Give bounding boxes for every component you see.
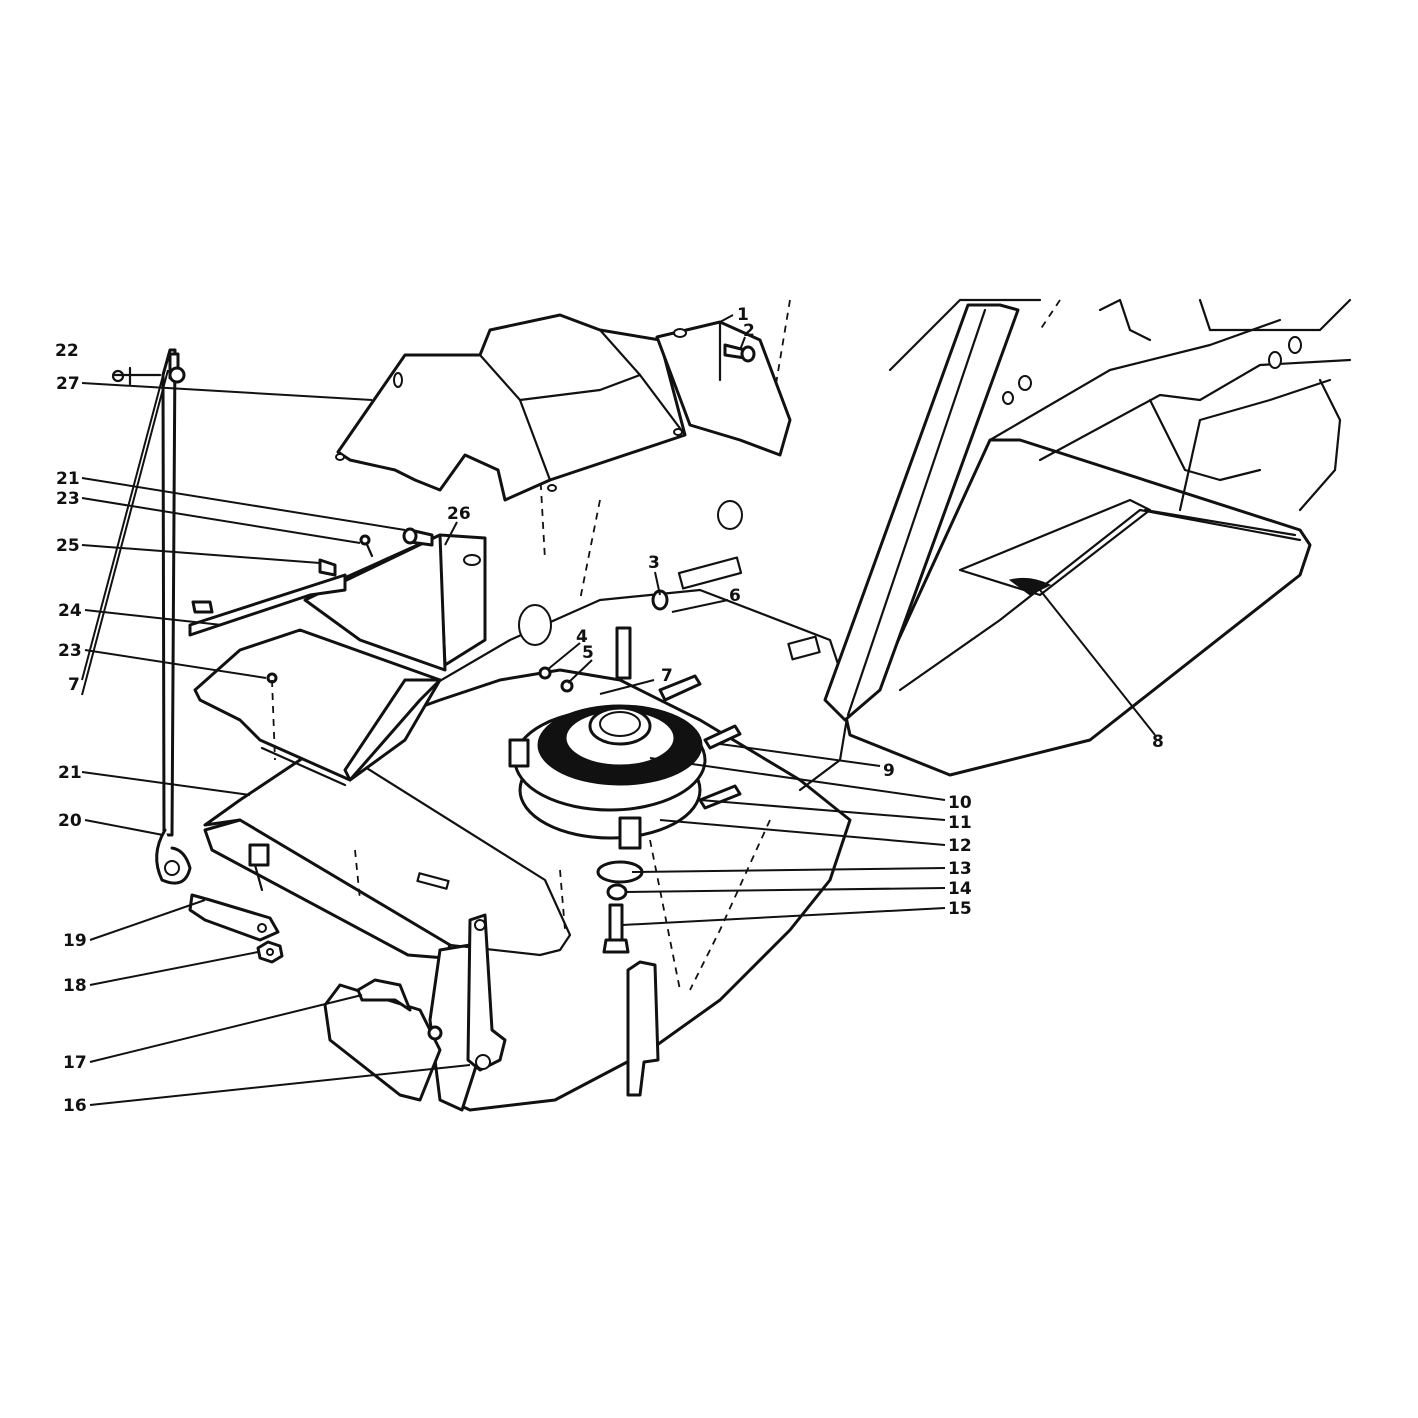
callout-11: 11 — [948, 813, 972, 833]
callout-14: 14 — [948, 879, 972, 899]
callout-3: 3 — [648, 553, 660, 573]
callout-2: 2 — [743, 321, 755, 341]
front-hitch — [356, 913, 660, 1097]
callout-1: 1 — [737, 305, 749, 325]
callout-21-top: 21 — [56, 469, 80, 489]
callout-12: 12 — [948, 836, 972, 856]
callout-22: 22 — [55, 341, 79, 361]
callout-24: 24 — [58, 601, 82, 621]
callout-23-bottom: 23 — [58, 641, 82, 661]
callout-7-right: 7 — [661, 666, 673, 686]
belt-guard — [335, 313, 687, 502]
callout-8: 8 — [1152, 732, 1164, 752]
callout-13: 13 — [948, 859, 972, 879]
callout-16: 16 — [63, 1096, 87, 1116]
callout-23-top: 23 — [56, 489, 80, 509]
side-panel — [303, 527, 487, 672]
callout-25: 25 — [56, 536, 80, 556]
callout-19: 19 — [63, 931, 87, 951]
callout-7-left: 7 — [68, 675, 80, 695]
callout-6: 6 — [729, 586, 741, 606]
callout-18: 18 — [63, 976, 87, 996]
callout-21-bottom: 21 — [58, 763, 82, 783]
callout-27: 27 — [56, 374, 80, 394]
callout-labels: 1 2 3 4 5 6 7 7 8 9 10 11 12 13 14 15 16… — [55, 305, 1164, 1116]
callout-10: 10 — [948, 793, 972, 813]
callout-5: 5 — [582, 643, 594, 663]
callout-17: 17 — [63, 1053, 87, 1073]
callout-26: 26 — [447, 504, 471, 524]
callout-15: 15 — [948, 899, 972, 919]
callout-9: 9 — [883, 761, 895, 781]
front-shield — [188, 558, 442, 787]
callout-4: 4 — [576, 627, 588, 647]
mount-bracket — [655, 320, 792, 457]
brake-linkage — [111, 348, 284, 964]
clutch-assembly — [508, 589, 742, 954]
callout-20: 20 — [58, 811, 82, 831]
leader-lines — [81, 314, 1156, 1106]
